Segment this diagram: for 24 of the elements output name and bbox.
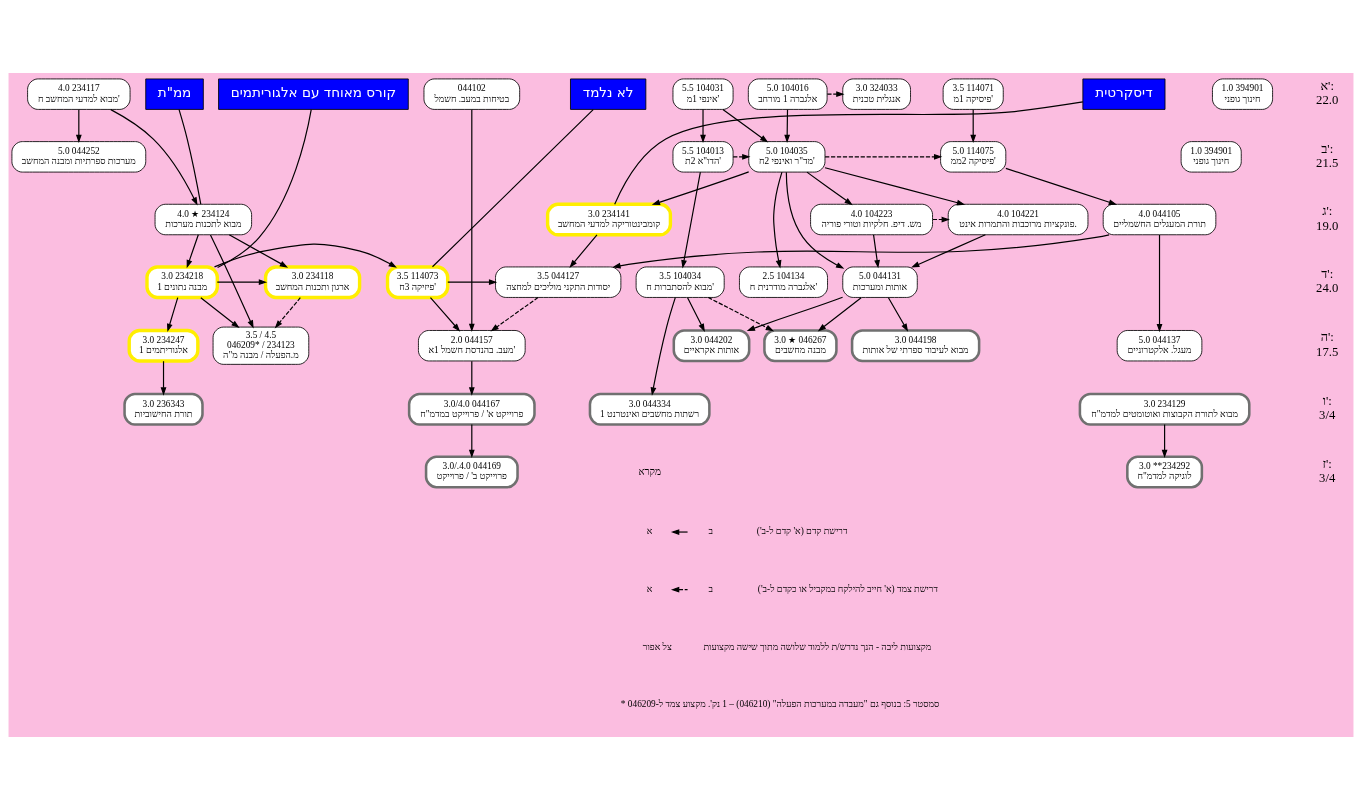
label: 22.0 — [1316, 92, 1339, 107]
legend-label: דרישת קדם (א' קדם ל-ב') — [756, 525, 848, 536]
label: מקצועות ליבה - הנך נדרש/ת ללמוד שלושה מתוך שישה מקצועות — [703, 641, 932, 652]
label: ב — [708, 583, 713, 594]
label: 17.5 — [1316, 344, 1339, 359]
label: 24.0 — [1316, 280, 1339, 295]
legend-label: דרישת צמד (א' חייב להילקח במקביל או כקדם ל-ב') — [757, 583, 938, 594]
label: מקרא — [638, 465, 661, 477]
label: א': — [1320, 78, 1334, 93]
label: * סמסטר 5: בנוסף גם "מעבדה במערכות הפעלה" (046210) – 1 נק'. מקצוע צמד ל-046209 — [620, 698, 940, 709]
label: ה': — [1320, 329, 1334, 344]
label: ב — [708, 525, 713, 536]
label: ז': — [1322, 456, 1332, 471]
label: 3/4 — [1319, 470, 1336, 485]
label: ג': — [1322, 203, 1333, 218]
label: ד': — [1321, 266, 1334, 281]
label: ו': — [1322, 393, 1332, 408]
label: ב': — [1321, 141, 1334, 156]
label: א — [646, 583, 653, 594]
label: א — [646, 525, 653, 536]
label: 3/4 — [1319, 407, 1336, 422]
label: צל אפור — [642, 641, 672, 652]
label: 19.0 — [1316, 218, 1339, 233]
label: 21.5 — [1316, 155, 1339, 170]
